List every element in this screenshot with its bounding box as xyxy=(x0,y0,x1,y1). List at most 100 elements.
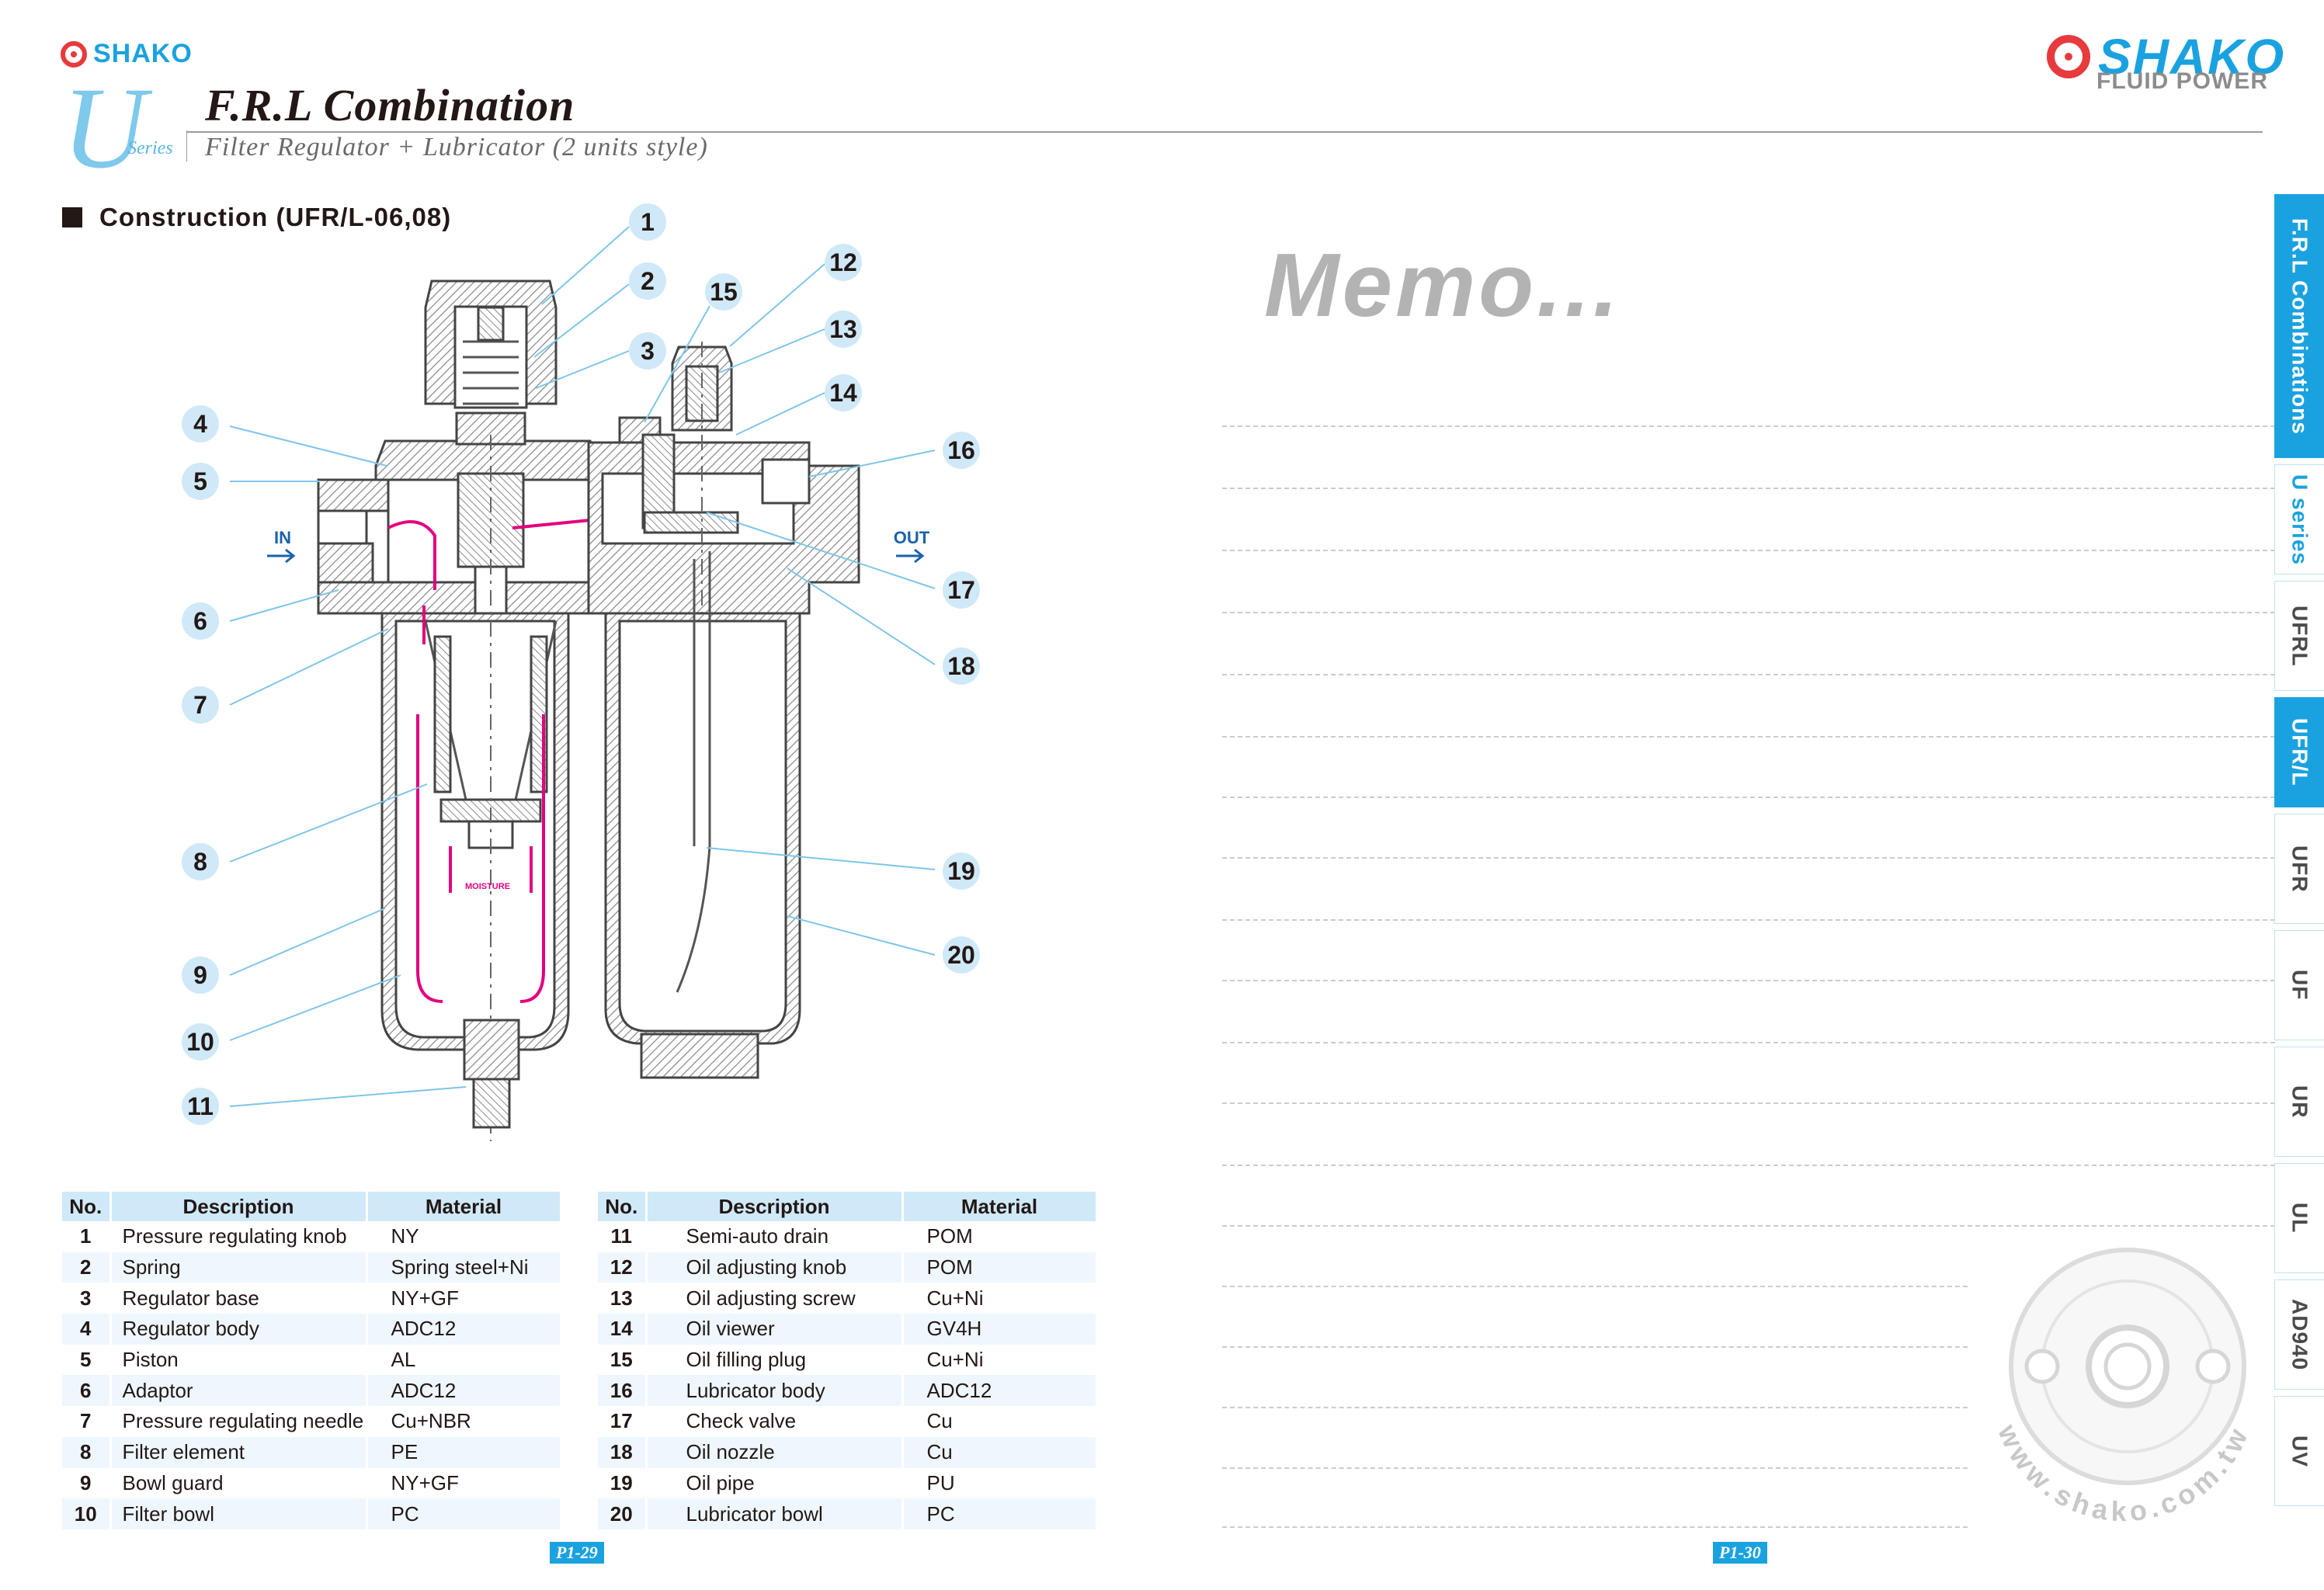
callout-19: 19 xyxy=(943,852,980,890)
svg-text:15: 15 xyxy=(710,278,738,306)
filter-bowl xyxy=(380,435,570,1141)
memo-line xyxy=(1222,1286,1968,1287)
memo-line xyxy=(1222,857,2275,859)
bullet-square-icon xyxy=(62,207,82,227)
series-letter: U xyxy=(62,64,147,193)
table-header-row: No. Description Material xyxy=(598,1192,1098,1221)
svg-text:9: 9 xyxy=(193,961,207,989)
callout-3: 3 xyxy=(629,332,666,370)
tab-ufrl[interactable]: UFRL xyxy=(2274,581,2324,691)
callout-16: 16 xyxy=(943,432,980,469)
svg-text:11: 11 xyxy=(187,1092,214,1120)
svg-text:17: 17 xyxy=(947,576,975,604)
regulator-body xyxy=(317,411,618,623)
page-number-left: P1-29 xyxy=(550,1542,604,1564)
in-arrow-icon xyxy=(267,548,296,564)
callout-13: 13 xyxy=(825,311,862,348)
tab-ad940[interactable]: AD940 xyxy=(2274,1279,2324,1390)
airflow-arrows xyxy=(387,519,591,1003)
leader-lines xyxy=(229,226,936,1107)
callout-5: 5 xyxy=(182,463,219,500)
svg-text:3: 3 xyxy=(641,337,655,365)
callout-10: 10 xyxy=(182,1023,219,1061)
svg-text:16: 16 xyxy=(947,436,975,464)
column-header-description: Description xyxy=(110,1192,368,1221)
callout-15: 15 xyxy=(705,273,742,311)
watermark-logo: www.shako.com.tw xyxy=(1992,1248,2251,1527)
column-header-no: No. xyxy=(598,1192,648,1221)
svg-text:12: 12 xyxy=(829,248,857,276)
svg-text:1: 1 xyxy=(641,208,655,236)
tab-ufr-l[interactable]: UFR/L xyxy=(2274,697,2324,807)
brand-logo: SHAKO xyxy=(2047,28,2285,85)
tab-uv[interactable]: UV xyxy=(2274,1396,2324,1506)
brand-tagline: FLUID POWER xyxy=(2096,68,2268,94)
callout-4: 4 xyxy=(182,405,219,443)
tab-ul[interactable]: UL xyxy=(2274,1163,2324,1273)
memo-line xyxy=(1222,425,2275,427)
series-box xyxy=(62,130,187,161)
callout-6: 6 xyxy=(182,602,219,640)
memo-line xyxy=(1222,612,2275,613)
logo-ring-icon xyxy=(61,40,87,68)
tab-ufr[interactable]: UFR xyxy=(2274,814,2324,924)
brand-logo-small: SHAKO xyxy=(61,39,193,69)
page-number-right: P1-30 xyxy=(1713,1542,1767,1564)
callout-8: 8 xyxy=(182,843,219,880)
header-divider xyxy=(186,131,2263,133)
memo-line xyxy=(1222,1467,1968,1469)
svg-text:8: 8 xyxy=(193,848,207,876)
table-header-row: No. Description Material xyxy=(62,1192,562,1221)
out-arrow-icon xyxy=(896,548,925,564)
svg-text:13: 13 xyxy=(829,315,857,343)
callout-11: 11 xyxy=(182,1088,219,1125)
tab-frl-combinations[interactable]: F.R.L Combinations xyxy=(2274,194,2324,458)
svg-text:5: 5 xyxy=(193,467,207,495)
series-word: Series xyxy=(127,138,173,158)
memo-line xyxy=(1222,1042,2275,1043)
svg-text:19: 19 xyxy=(947,857,975,885)
callout-18: 18 xyxy=(943,647,980,685)
memo-line xyxy=(1222,1225,2275,1227)
svg-text:20: 20 xyxy=(947,941,975,969)
brand-name: SHAKO xyxy=(2098,29,2286,85)
svg-text:7: 7 xyxy=(193,691,207,719)
out-label: OUT xyxy=(894,528,930,547)
callout-1: 1 xyxy=(629,203,666,241)
tab-u-series[interactable]: U series xyxy=(2274,464,2324,575)
memo-line xyxy=(1222,919,2275,921)
callout-2: 2 xyxy=(629,262,666,300)
callout-9: 9 xyxy=(182,956,219,994)
page-title: F.R.L Combination xyxy=(205,80,575,130)
brand-name-small: SHAKO xyxy=(93,39,193,68)
memo-line xyxy=(1222,1346,1968,1348)
tab-uf[interactable]: UF xyxy=(2274,930,2324,1040)
memo-line xyxy=(1222,980,2275,981)
tab-ur[interactable]: UR xyxy=(2274,1047,2324,1157)
svg-text:2: 2 xyxy=(641,267,655,295)
memo-line xyxy=(1222,488,2275,489)
memo-line xyxy=(1222,674,2275,675)
column-header-no: No. xyxy=(62,1192,112,1221)
svg-text:18: 18 xyxy=(947,652,975,680)
logo-ring-icon xyxy=(2047,35,2090,78)
svg-text:10: 10 xyxy=(186,1028,214,1056)
memo-title: Memo... xyxy=(1264,234,1621,335)
